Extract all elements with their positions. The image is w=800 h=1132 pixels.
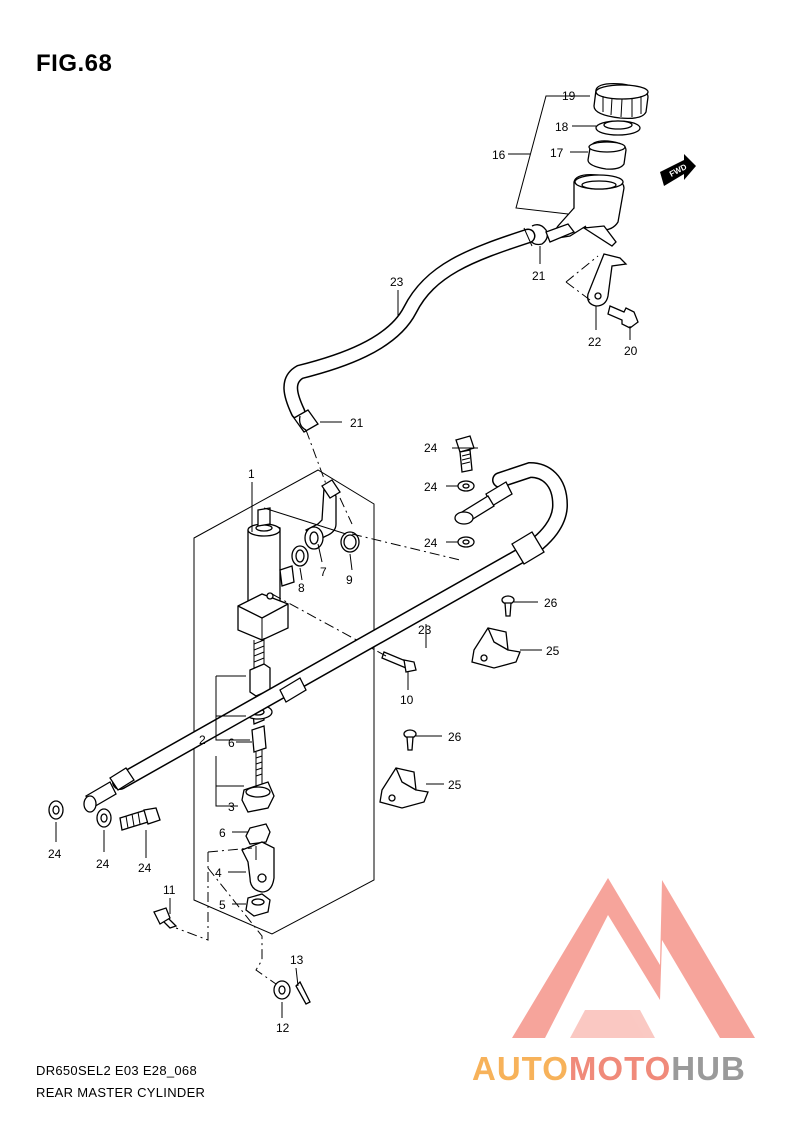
callout-25-lower: 25 [448, 778, 462, 792]
part-21-clamp-lower[interactable] [293, 409, 319, 433]
callout-24-c: 24 [48, 847, 62, 861]
part-17-reservoir-cap[interactable] [593, 82, 649, 120]
assembly-outline [193, 469, 375, 935]
callout-16: 18 [555, 120, 569, 134]
callout-10: 10 [400, 693, 414, 707]
callout-8: 8 [298, 581, 305, 595]
part-4-clevis[interactable] [241, 841, 275, 893]
watermark-part2: MOTO [569, 1050, 671, 1087]
callout-19: 22 [588, 335, 602, 349]
callout-22: 23 [418, 623, 432, 637]
callout-21-upper: 21 [532, 269, 546, 283]
callout-6-upper: 6 [219, 826, 226, 840]
watermark-text: AUTOMOTOHUB [472, 1050, 746, 1087]
part-9-circlip[interactable] [340, 531, 360, 553]
part-23-banjo-bolt-lower[interactable] [119, 807, 161, 831]
part-18-bolt[interactable] [607, 305, 639, 329]
callout-21-lower: 21 [350, 416, 364, 430]
callout-12: 12 [276, 1021, 290, 1035]
watermark-part1: AUTO [472, 1050, 569, 1087]
fwd-arrow-icon: FWD [660, 154, 696, 186]
callout-6-lower: 5 [219, 898, 226, 912]
reservoir-tank[interactable] [554, 174, 625, 247]
figure-title: FIG.68 [36, 50, 113, 77]
callout-24-d: 24 [96, 857, 110, 871]
part-24-washer-a[interactable] [457, 480, 475, 492]
callout-25-upper: 25 [546, 644, 560, 658]
callout-1: 1 [248, 467, 255, 481]
callout-11: 11 [163, 883, 176, 897]
callout-23-upper: 24 [424, 441, 438, 455]
leader-lines [55, 95, 631, 1018]
callout-24-b: 24 [424, 536, 438, 550]
part-10-bolt[interactable] [381, 651, 417, 673]
connector-tip [321, 479, 341, 499]
callout-20: 23 [390, 275, 404, 289]
part-24-washer-d[interactable] [96, 808, 112, 828]
callout-15: 17 [550, 146, 564, 160]
part-3-boot[interactable] [241, 781, 275, 813]
callout-26-upper: 26 [544, 596, 558, 610]
part-24-washer-c[interactable] [48, 800, 64, 820]
part-8-o-ring[interactable] [291, 545, 309, 567]
part-26-screw-lower[interactable] [403, 729, 417, 751]
part-23-banjo-bolt-upper[interactable] [455, 435, 475, 473]
callout-24-a: 24 [424, 480, 438, 494]
callout-23-lower: 24 [138, 861, 152, 875]
part-16-plate[interactable] [595, 120, 641, 136]
part-24-washer-b[interactable] [457, 536, 475, 548]
watermark-part3: HUB [671, 1050, 746, 1087]
model-code: DR650SEL2 E03 E28_068 [36, 1063, 197, 1078]
part-22-brake-hose[interactable] [83, 461, 569, 813]
callout-7: 7 [320, 565, 327, 579]
part-5-push-rod[interactable] [251, 725, 267, 788]
reservoir-assembly [529, 82, 649, 329]
callout-13: 13 [290, 953, 304, 967]
part-26-screw-upper[interactable] [501, 595, 515, 617]
callout-14: 16 [492, 148, 506, 162]
part-25-hose-guide-upper[interactable] [471, 627, 521, 669]
figure-name: REAR MASTER CYLINDER [36, 1085, 206, 1100]
part-1-master-cylinder[interactable] [237, 507, 295, 641]
callout-4: 4 [215, 866, 222, 880]
piston-spring[interactable] [253, 638, 265, 670]
part-25-hose-guide-lower[interactable] [379, 767, 429, 809]
watermark-logo [512, 878, 755, 1038]
part-6-nut-upper[interactable] [245, 823, 271, 845]
callout-2: 2 [199, 733, 206, 747]
part-19-bracket[interactable] [587, 253, 628, 307]
part-20-reservoir-hose[interactable] [283, 227, 536, 420]
part-21-clamp-upper[interactable] [529, 223, 576, 246]
callout-5: 6 [228, 736, 235, 750]
callout-18: 20 [624, 344, 638, 358]
part-15-diaphragm[interactable] [587, 140, 627, 170]
part-13-cotter-pin[interactable] [295, 980, 311, 1005]
part-6-nut-lower[interactable] [245, 893, 271, 917]
part-11-bolt[interactable] [153, 907, 178, 929]
callout-9: 9 [346, 573, 353, 587]
callout-3: 3 [228, 800, 235, 814]
callout-26-lower: 26 [448, 730, 462, 744]
callout-17: 19 [562, 89, 576, 103]
part-12-washer[interactable] [273, 980, 291, 1000]
dashed-guide-lines [175, 255, 599, 985]
callouts: 19 18 17 16 21 22 20 23 21 1 7 8 9 10 2 … [48, 89, 638, 1035]
